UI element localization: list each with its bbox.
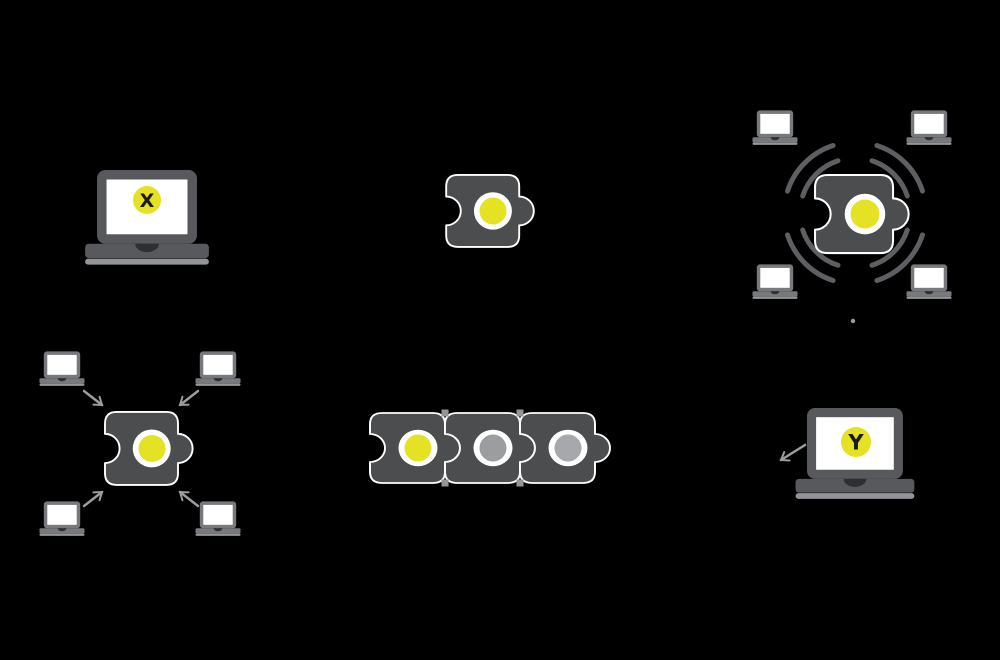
plugin-piece bbox=[445, 174, 535, 248]
chain-nub bbox=[516, 479, 524, 487]
arrow-icon bbox=[178, 389, 200, 407]
laptop-icon bbox=[39, 501, 85, 536]
arrow-icon bbox=[82, 490, 104, 508]
y-label: Y bbox=[847, 431, 864, 455]
laptop-icon bbox=[752, 110, 798, 145]
laptop-icon bbox=[752, 264, 798, 299]
plugin-dot-gray bbox=[554, 434, 582, 462]
laptop-icon bbox=[85, 170, 209, 265]
plugin-dot-gray bbox=[479, 434, 507, 462]
arrow-icon bbox=[178, 490, 200, 508]
laptop-icon bbox=[195, 501, 241, 536]
plugin-chain bbox=[369, 409, 611, 487]
dot bbox=[850, 318, 856, 324]
x-label: X bbox=[140, 190, 155, 212]
laptop-icon bbox=[906, 264, 952, 299]
plugin-broadcast-network bbox=[752, 110, 952, 324]
arrow-icon bbox=[779, 443, 807, 462]
laptop-icon bbox=[39, 351, 85, 386]
plugin-collect-network bbox=[39, 351, 241, 536]
chain-nub bbox=[441, 409, 449, 417]
plugin-dot bbox=[479, 197, 507, 225]
laptop-icon bbox=[195, 351, 241, 386]
plugin-dot bbox=[404, 434, 432, 462]
computer-y: Y bbox=[779, 408, 915, 499]
chain-nub bbox=[441, 479, 449, 487]
x-badge bbox=[133, 186, 161, 214]
plugin-dot bbox=[850, 199, 880, 229]
arrow-icon bbox=[82, 389, 104, 407]
laptop-icon bbox=[906, 110, 952, 145]
plugin-dot bbox=[138, 435, 166, 462]
chain-nub bbox=[516, 409, 524, 417]
y-badge bbox=[841, 427, 871, 457]
computer-x: X bbox=[85, 170, 209, 265]
